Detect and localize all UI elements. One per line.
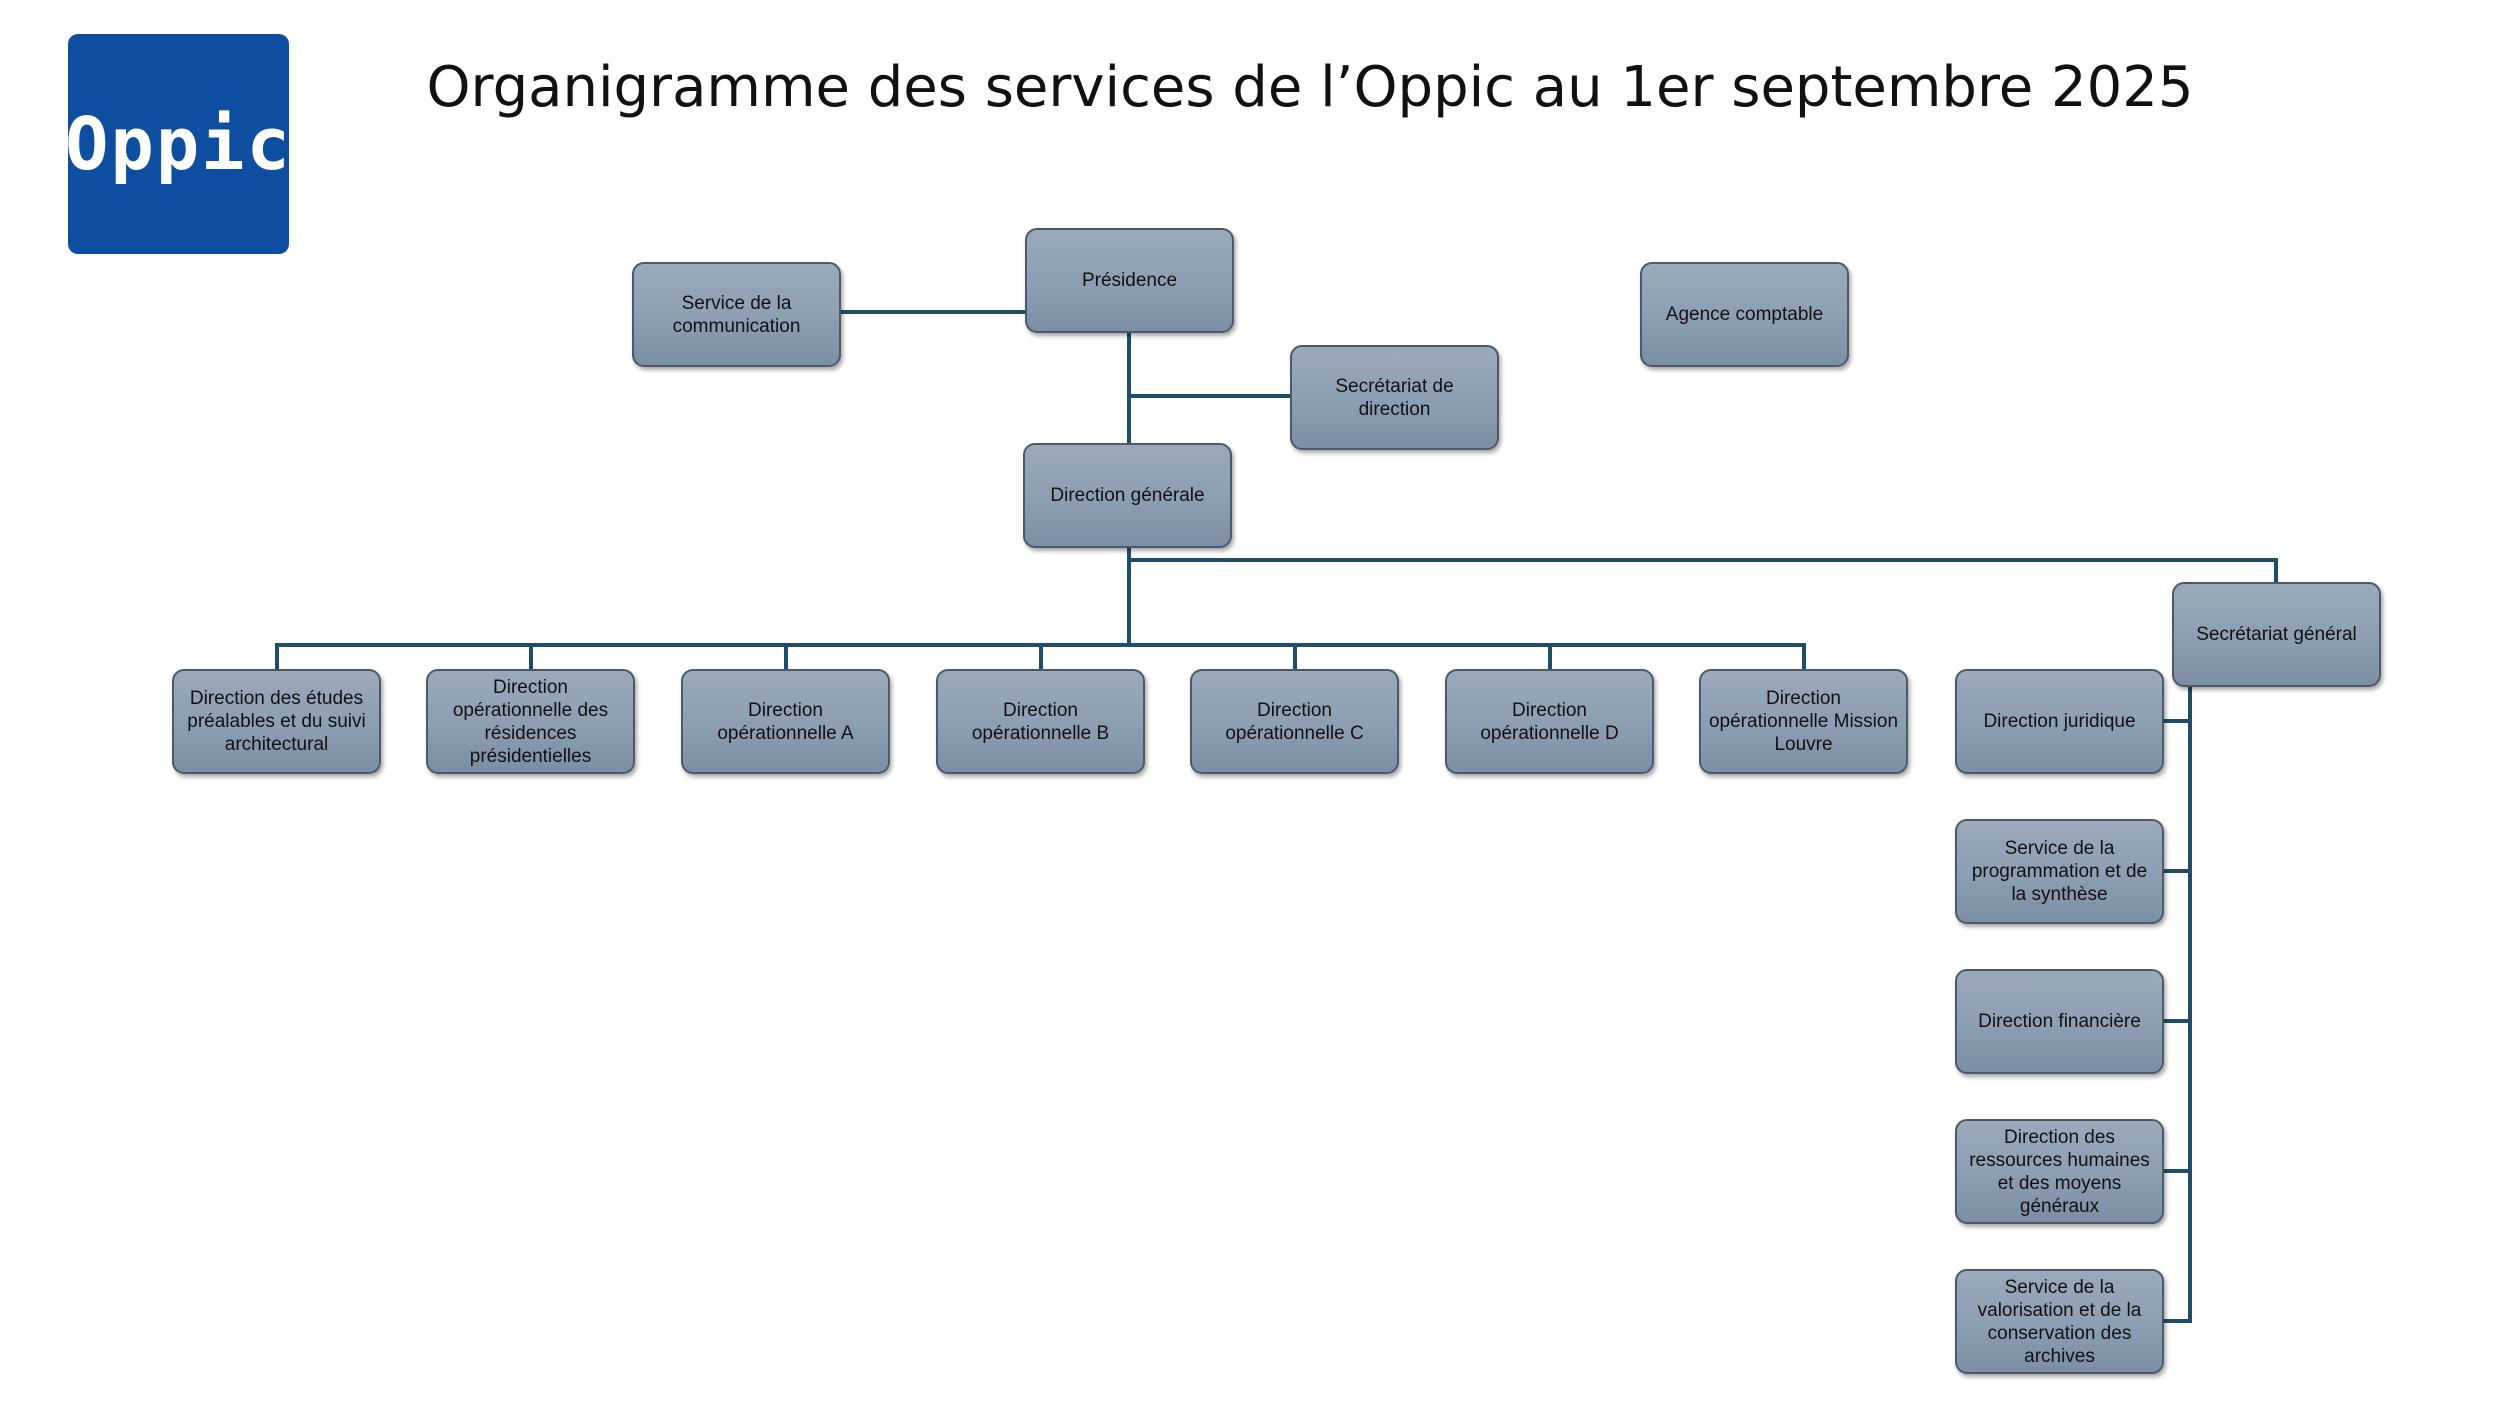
box-label: Agence comptable [1665, 304, 1824, 325]
box-direction-op-c: Direction opérationnelle C [1190, 669, 1399, 774]
box-direction-op-b: Direction opérationnelle B [936, 669, 1145, 774]
box-secretariat-general: Secrétariat général [2172, 582, 2381, 687]
box-label: Service de la programmation et de la syn… [1971, 838, 2148, 905]
box-label: Secrétariat général [2196, 624, 2357, 645]
box-label: Direction opérationnelle C [1225, 699, 1364, 744]
box-label: Service de la valorisation et de la cons… [1977, 1276, 2142, 1367]
oppic-logo: Oppic [65, 34, 292, 254]
box-direction-financiere: Direction financière [1955, 969, 2164, 1074]
box-service-archives: Service de la valorisation et de la cons… [1955, 1269, 2164, 1374]
box-label: Présidence [1081, 270, 1178, 291]
box-label: Direction opérationnelle D [1480, 699, 1619, 744]
page-title: Organigramme des services de l’Oppic au … [426, 55, 2194, 120]
box-service-communication: Service de la communication [632, 262, 841, 367]
box-secretariat-direction: Secrétariat de direction [1290, 345, 1499, 450]
box-label: Secrétariat de direction [1335, 375, 1454, 420]
box-label: Direction des ressources humaines et des… [1969, 1126, 2150, 1217]
box-label: Direction opérationnelle Mission Louvre [1708, 688, 1899, 755]
box-label: Direction opérationnelle des résidences … [452, 676, 609, 767]
box-direction-op-d: Direction opérationnelle D [1445, 669, 1654, 774]
box-presidence: Présidence [1025, 228, 1234, 333]
box-direction-louvre: Direction opérationnelle Mission Louvre [1699, 669, 1908, 774]
box-direction-juridique: Direction juridique [1955, 669, 2164, 774]
box-direction-op-a: Direction opérationnelle A [681, 669, 890, 774]
box-label: Direction opérationnelle A [717, 699, 854, 744]
box-service-programmation: Service de la programmation et de la syn… [1955, 819, 2164, 924]
box-label: Direction financière [1978, 1011, 2141, 1032]
box-label: Direction des études préalables et du su… [187, 688, 366, 755]
box-label: Direction juridique [1983, 711, 2136, 732]
box-agence-comptable: Agence comptable [1640, 262, 1849, 367]
box-label: Direction générale [1050, 485, 1205, 506]
box-direction-etudes: Direction des études préalables et du su… [172, 669, 381, 774]
logo-text: Oppic [65, 102, 292, 186]
box-label: Direction opérationnelle B [971, 699, 1110, 744]
box-direction-rh: Direction des ressources humaines et des… [1955, 1119, 2164, 1224]
box-direction-residences: Direction opérationnelle des résidences … [426, 669, 635, 774]
box-direction-generale: Direction générale [1023, 443, 1232, 548]
box-label: Service de la communication [672, 292, 801, 337]
